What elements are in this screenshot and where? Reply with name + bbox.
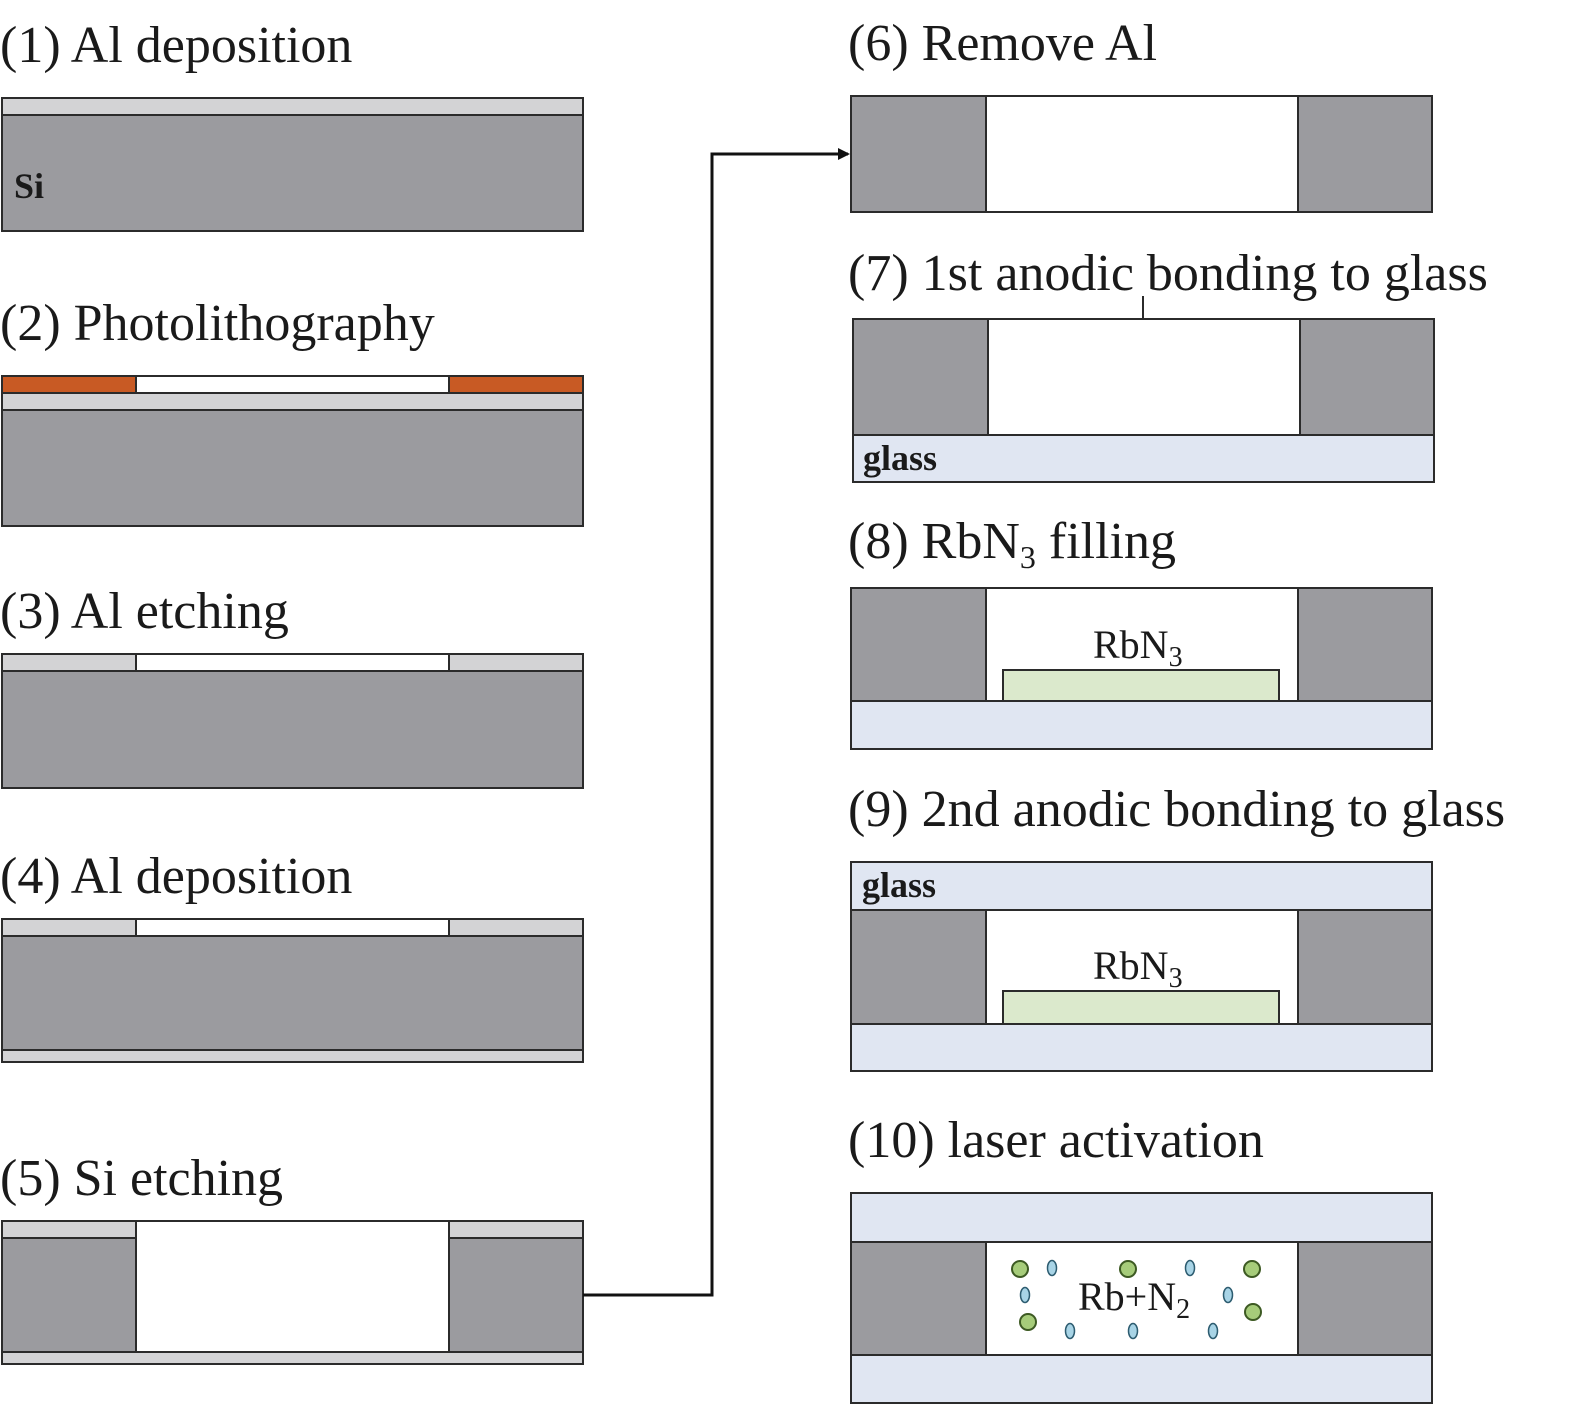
si-wafer — [1, 935, 584, 1051]
gas-label-main: Rb+N — [1078, 1274, 1176, 1319]
al-layer-bottom — [1, 1049, 584, 1063]
n2-molecule — [1207, 1322, 1219, 1340]
step-5-title: (5) Si etching — [0, 1150, 283, 1207]
glass-bottom — [852, 434, 1435, 483]
step-3-title: (3) Al etching — [0, 583, 289, 640]
al-layer-top — [1, 392, 584, 411]
glass-label: glass — [862, 865, 936, 905]
step-4-title: (4) Al deposition — [0, 848, 352, 905]
si-right — [1297, 95, 1433, 213]
si-left — [850, 909, 987, 1025]
photoresist-left — [1, 375, 137, 394]
rbn3-label: RbN3 — [1093, 943, 1183, 994]
photoresist-right — [448, 375, 584, 394]
al-left — [1, 653, 137, 672]
si-right — [1299, 318, 1435, 436]
rbn3-deposit — [1002, 990, 1280, 1025]
n2-molecule — [1184, 1259, 1196, 1277]
step-4-al-deposition: (4) Al deposition — [0, 848, 584, 1063]
step-8-title-sub: 3 — [1020, 539, 1036, 575]
step-5-si-etching: (5) Si etching — [0, 1150, 584, 1365]
cavity — [985, 1241, 1299, 1356]
si-wafer — [1, 114, 584, 232]
n2-molecule — [1046, 1259, 1058, 1277]
si-left — [850, 1241, 987, 1356]
glass-top — [850, 861, 1433, 911]
step-7-first-anodic-bonding: (7) 1st anodic bonding to glass glass — [848, 245, 1488, 483]
step-8-title: (8) RbN3 filling — [848, 513, 1176, 575]
rbn3-label-sub: 3 — [1169, 642, 1183, 673]
step-9-second-anodic-bonding: (9) 2nd anodic bonding to glass glass Rb… — [848, 781, 1505, 1072]
glass-bottom — [850, 1023, 1433, 1072]
step-9-title: (9) 2nd anodic bonding to glass — [848, 781, 1505, 838]
step-1-al-deposition: (1) Al deposition Si — [0, 17, 584, 232]
cavity — [985, 95, 1299, 213]
step-6-remove-al: (6) Remove Al — [848, 15, 1433, 213]
si-wafer — [1, 409, 584, 527]
al-right — [448, 653, 584, 672]
n2-molecule — [1127, 1322, 1139, 1340]
step-7-title: (7) 1st anodic bonding to glass — [848, 245, 1488, 302]
si-right — [448, 1237, 584, 1353]
al-opening — [135, 653, 450, 672]
photoresist-opening — [135, 375, 450, 394]
step-6-title: (6) Remove Al — [848, 15, 1157, 72]
si-right — [1297, 587, 1433, 702]
flow-arrow — [583, 148, 850, 1297]
al-layer-bottom — [1, 1351, 584, 1365]
rbn3-label-sub: 3 — [1169, 963, 1183, 994]
glass-bottom — [850, 1354, 1433, 1404]
rb-atom — [1019, 1313, 1037, 1331]
rb-atom — [1244, 1303, 1262, 1321]
glass-bottom — [850, 700, 1433, 750]
rbn3-label-main: RbN — [1093, 622, 1169, 667]
si-wafer — [1, 670, 584, 789]
step-10-title: (10) laser activation — [848, 1112, 1264, 1169]
step-10-laser-activation: (10) laser activation Rb+N2 — [848, 1112, 1433, 1404]
rb-atom — [1243, 1260, 1261, 1278]
n2-molecule — [1064, 1322, 1076, 1340]
rb-atom — [1011, 1260, 1029, 1278]
glass-label: glass — [863, 438, 937, 478]
rbn3-label: RbN3 — [1093, 622, 1183, 673]
al-layer-top — [1, 97, 584, 116]
step-8-title-prefix: (8) RbN — [848, 513, 1020, 570]
rbn3-label-main: RbN — [1093, 943, 1169, 988]
n2-molecule — [1019, 1286, 1031, 1304]
si-right — [1297, 1241, 1433, 1356]
step-1-title: (1) Al deposition — [0, 17, 352, 74]
al-left — [1, 1220, 137, 1239]
al-right — [448, 918, 584, 937]
si-left — [1, 1237, 137, 1353]
step-3-al-etching: (3) Al etching — [0, 583, 584, 789]
etched-cavity — [135, 1220, 450, 1353]
si-right — [1297, 909, 1433, 1025]
si-left — [850, 587, 987, 702]
step-8-rbn3-filling: (8) RbN3 filling RbN3 — [848, 513, 1433, 750]
glass-top — [850, 1192, 1433, 1243]
step-8-title-suffix: filling — [1036, 513, 1176, 570]
si-left — [850, 95, 987, 213]
step-2-photolithography: (2) Photolithography — [0, 295, 584, 527]
rb-atom — [1119, 1260, 1137, 1278]
gas-label-sub: 2 — [1176, 1294, 1190, 1325]
gas-label: Rb+N2 — [1078, 1274, 1190, 1325]
n2-molecule — [1222, 1286, 1234, 1304]
al-right — [448, 1220, 584, 1239]
step-2-title: (2) Photolithography — [0, 295, 435, 352]
si-label: Si — [14, 166, 44, 206]
cavity — [987, 318, 1301, 436]
al-left — [1, 918, 137, 937]
rbn3-deposit — [1002, 669, 1280, 702]
al-opening — [135, 918, 450, 937]
si-left — [852, 318, 989, 436]
